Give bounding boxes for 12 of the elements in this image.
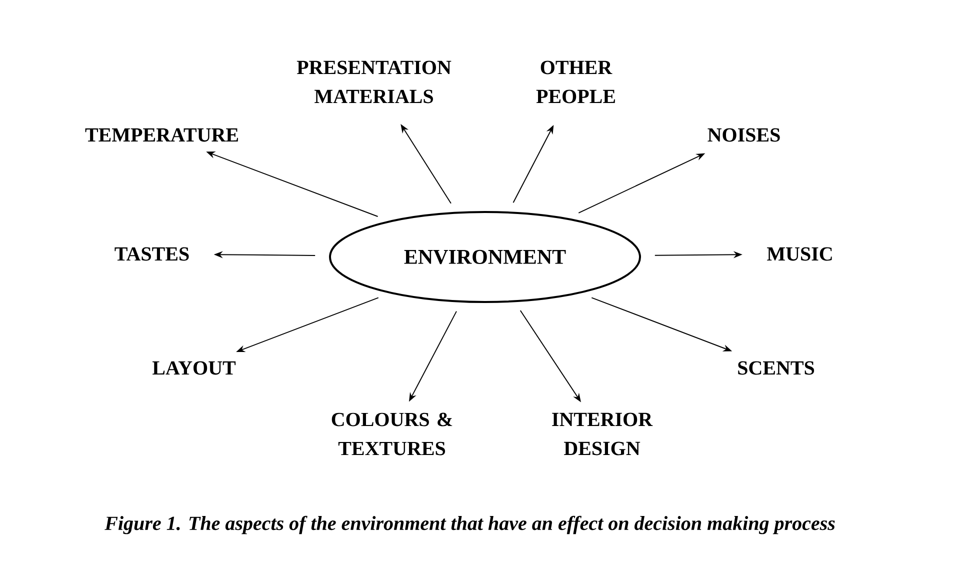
label-text: MUSIC [767, 247, 832, 261]
label-text: COLOURS & TEXTURES [332, 412, 452, 456]
label-text: PRESENTATION MATERIALS [296, 60, 452, 104]
label-text: SCENTS [738, 361, 814, 375]
label-text: NOISES [708, 128, 780, 142]
figure-caption: Figure 1. The aspects of the environment that have an effect on decision making process [104, 516, 835, 534]
label-text: TASTES [114, 247, 189, 261]
label-text: INTERIOR DESIGN [552, 412, 653, 456]
label-text: TEMPERATURE [85, 128, 238, 142]
label-text: OTHER PEOPLE [536, 60, 615, 104]
label-text: LAYOUT [152, 361, 236, 375]
ellipse-node: ENVIRONMENT [329, 211, 641, 303]
